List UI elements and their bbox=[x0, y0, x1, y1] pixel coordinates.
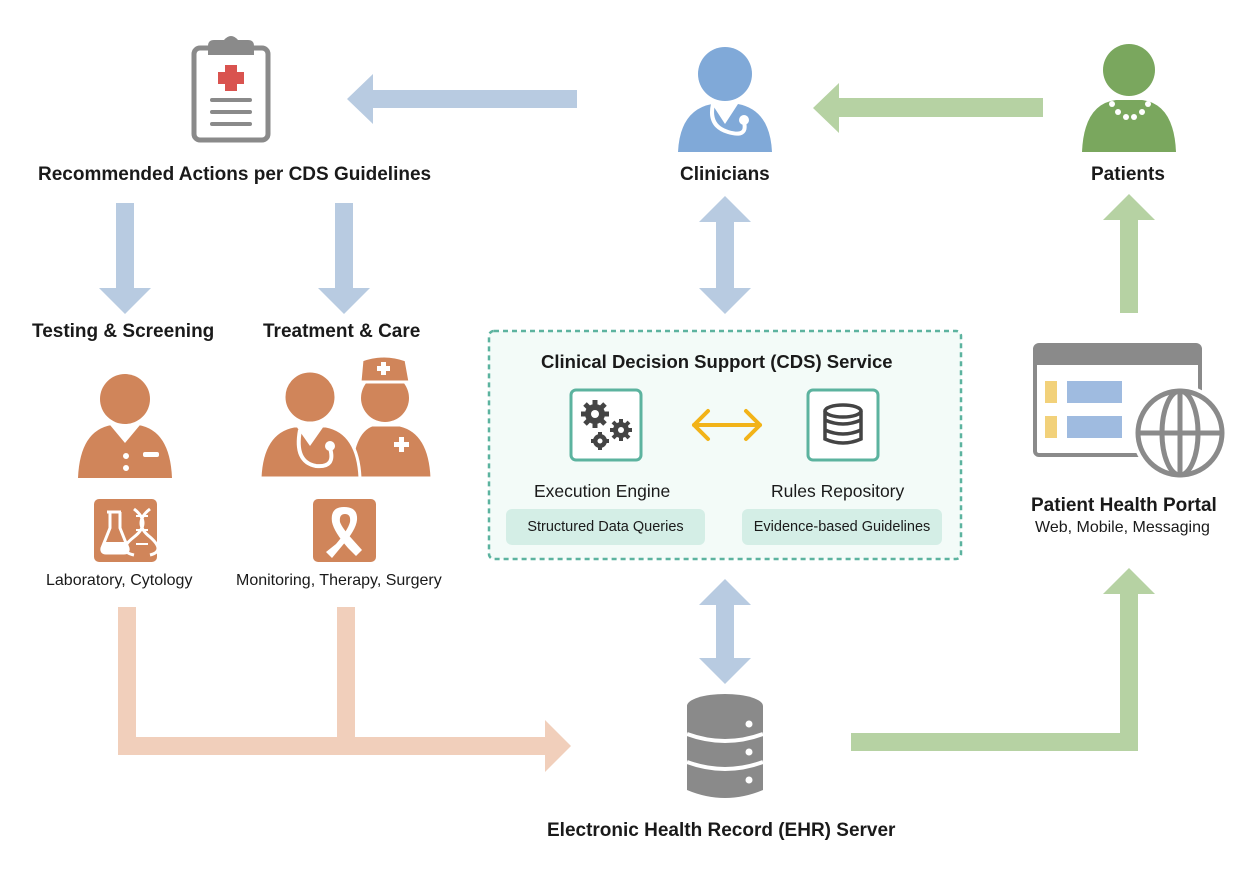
arrow-clinicians-cds bbox=[699, 196, 751, 314]
doctor-nurse-icon bbox=[258, 354, 434, 480]
server-stack-icon bbox=[686, 694, 764, 798]
monitoring-therapy-surgery-label: Monitoring, Therapy, Surgery bbox=[236, 572, 442, 589]
testing-screening-label: Testing & Screening bbox=[32, 321, 215, 342]
cds-service-box bbox=[487, 329, 963, 561]
lab-flask-dna-icon bbox=[94, 499, 160, 562]
clinician-icon bbox=[678, 47, 772, 152]
cds-service-title: Clinical Decision Support (CDS) Service bbox=[541, 351, 893, 372]
patient-icon bbox=[1082, 44, 1176, 152]
clipboard-icon bbox=[191, 36, 271, 143]
patient-health-portal-label: Patient Health Portal bbox=[1031, 495, 1217, 516]
treatment-care-label: Treatment & Care bbox=[263, 321, 421, 342]
arrow-portal-to-patients bbox=[1103, 194, 1155, 313]
gears-icon bbox=[569, 388, 643, 462]
laboratory-cytology-label: Laboratory, Cytology bbox=[46, 572, 193, 589]
evidence-based-guidelines-pill: Evidence-based Guidelines bbox=[742, 509, 942, 545]
clinicians-label: Clinicians bbox=[680, 164, 770, 185]
execution-engine-label: Execution Engine bbox=[534, 481, 671, 501]
exchange-arrow-icon bbox=[692, 409, 762, 441]
web-portal-globe-icon bbox=[1033, 343, 1228, 481]
arrow-results-to-ehr bbox=[118, 607, 571, 772]
lab-technician-icon bbox=[78, 374, 172, 478]
rules-repository-label: Rules Repository bbox=[771, 481, 905, 501]
portal-channels-label: Web, Mobile, Messaging bbox=[1035, 519, 1210, 536]
arrow-cds-ehr bbox=[699, 579, 751, 684]
ehr-server-label: Electronic Health Record (EHR) Server bbox=[547, 820, 896, 841]
arrow-to-testing bbox=[99, 203, 151, 314]
arrow-patients-to-clinicians bbox=[813, 83, 1043, 133]
awareness-ribbon-icon bbox=[313, 499, 376, 562]
structured-data-queries-pill: Structured Data Queries bbox=[506, 509, 705, 545]
arrow-clinicians-to-recommendations bbox=[347, 74, 577, 124]
arrow-to-treatment bbox=[318, 203, 370, 314]
arrow-ehr-to-portal bbox=[851, 568, 1155, 751]
patients-label: Patients bbox=[1091, 164, 1165, 185]
database-icon bbox=[806, 388, 880, 462]
recommended-actions-label: Recommended Actions per CDS Guidelines bbox=[38, 164, 432, 185]
